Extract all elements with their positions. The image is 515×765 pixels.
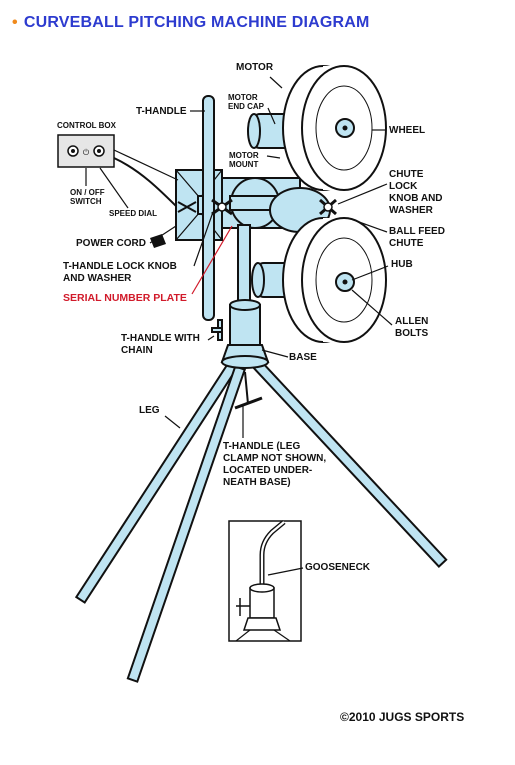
chute-lock-knob [319, 198, 337, 216]
label-wheel: WHEEL [389, 125, 426, 136]
title-text: CURVEBALL PITCHING MACHINE DIAGRAM [23, 14, 370, 31]
upper-wheel-assembly [247, 65, 387, 191]
leader-lines [85, 76, 393, 438]
label-leg: LEG [139, 405, 160, 416]
label-base: BASE [289, 352, 317, 363]
t-handle-shaft [202, 95, 215, 321]
label-allen-bolts: ALLEN BOLTS [395, 316, 429, 339]
power-cord-plug [150, 234, 166, 248]
leg-clamp-stem [244, 371, 249, 405]
label-ball-feed-chute: BALL FEED CHUTE [389, 226, 445, 249]
label-t-handle: T-HANDLE [136, 106, 187, 117]
label-hub: HUB [391, 259, 413, 270]
post-and-base [211, 224, 270, 369]
label-t-handle-with-chain: T-HANDLE WITH CHAIN [121, 333, 200, 356]
base-post [229, 304, 261, 351]
label-serial-number-plate: SERIAL NUMBER PLATE [63, 292, 187, 304]
label-t-handle-lock: T-HANDLE LOCK KNOB AND WASHER [63, 261, 177, 284]
label-motor-mount: MOTOR MOUNT [229, 151, 259, 169]
label-t-handle-leg-clamp: T-HANDLE (LEG CLAMP NOT SHOWN, LOCATED U… [223, 441, 327, 488]
title-bullet: • [12, 14, 18, 31]
lower-wheel-assembly [251, 217, 387, 343]
diagram-title: • CURVEBALL PITCHING MACHINE DIAGRAM [12, 14, 370, 32]
label-speed-dial: SPEED DIAL [109, 209, 158, 218]
center-post [237, 224, 251, 306]
label-power-cord: POWER CORD [76, 238, 146, 249]
copyright: ©2010 JUGS SPORTS [340, 710, 465, 724]
label-on-off-switch: ON / OFF SWITCH [70, 188, 105, 206]
serial-plate-leader [191, 225, 233, 295]
gooseneck-inset [228, 520, 304, 642]
label-gooseneck: GOOSENECK [305, 562, 371, 573]
control-box-group: ⏻ [57, 134, 181, 248]
label-control-box: CONTROL BOX [57, 121, 116, 130]
t-handle-lock-knob [177, 198, 233, 216]
label-motor: MOTOR [236, 62, 274, 73]
t-handle-rod [202, 95, 215, 321]
power-cord [113, 157, 181, 211]
label-chute-lock: CHUTE LOCK KNOB AND WASHER [389, 169, 443, 216]
leg-left [74, 360, 239, 604]
svg-text:⏻: ⏻ [83, 148, 90, 157]
tripod-legs [74, 357, 448, 683]
label-motor-end-cap: MOTOR END CAP [228, 93, 265, 111]
